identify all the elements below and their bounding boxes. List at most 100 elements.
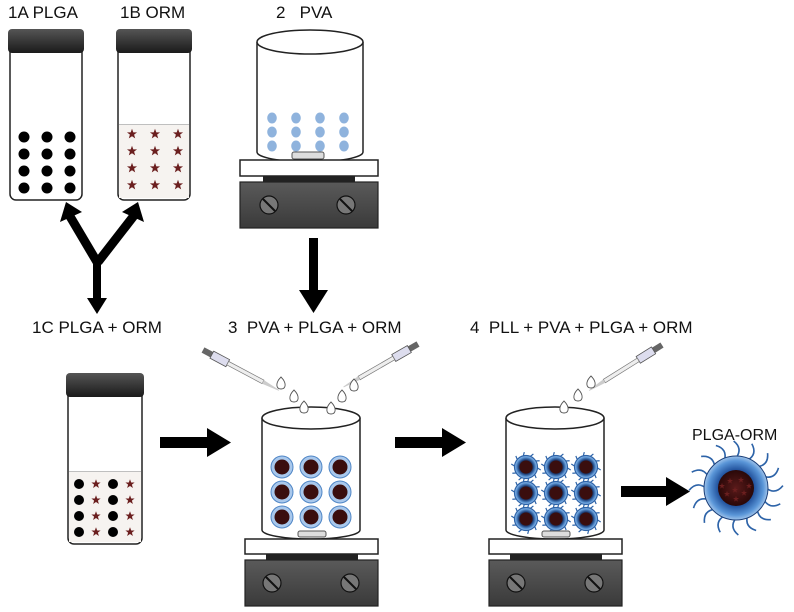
pva-coated-particles [270, 455, 352, 529]
plga-particle [64, 182, 76, 194]
droplet-icon [267, 140, 277, 152]
label-2: 2 PVA [276, 3, 333, 22]
arrow-icon [299, 238, 328, 313]
vial-1a-plga [8, 29, 84, 201]
plga-particle [74, 511, 84, 521]
droplet-icon [326, 401, 336, 415]
particle-core [549, 512, 563, 526]
pll-strand [756, 509, 771, 521]
beaker-3-pva-plga-orm [261, 406, 361, 540]
droplet-icon [267, 126, 277, 138]
pipette-icon [343, 341, 420, 388]
arrow-icon [621, 477, 690, 506]
particle-core [579, 460, 593, 474]
droplet-icon [339, 140, 349, 152]
plga-particle [74, 527, 84, 537]
pll-strand [763, 499, 781, 507]
particle-core [549, 460, 563, 474]
plga-particle [41, 148, 53, 160]
knob [259, 195, 279, 215]
particle-core [332, 484, 348, 500]
droplet-icon [291, 112, 301, 124]
merge-arrow-icon [60, 202, 144, 314]
knob [340, 573, 360, 593]
particle-core [303, 484, 319, 500]
magnetic-stirrer-icon [488, 538, 623, 607]
pll-strand [717, 515, 725, 533]
pipette-icon [201, 347, 280, 391]
plga-particle [108, 495, 118, 505]
knob [506, 573, 526, 593]
pll-strand [691, 469, 709, 477]
label-4: 4 PLL + PVA + PLGA + ORM [470, 318, 693, 337]
stir-bar [541, 530, 571, 538]
particle-core [519, 460, 533, 474]
pva-droplets [267, 112, 349, 152]
beaker-2-pva [256, 29, 364, 163]
pll-strand [747, 443, 755, 461]
plga-particle [18, 148, 30, 160]
plga-particle [18, 182, 30, 194]
beaker-4-pll-pva-plga-orm [505, 406, 605, 540]
magnetic-stirrer-icon [244, 538, 379, 607]
knob [262, 573, 282, 593]
droplet-icon [299, 400, 309, 414]
particle-core [274, 509, 290, 525]
label-1b: 1B ORM [120, 3, 186, 22]
particle-core [579, 512, 593, 526]
vial-icon [9, 44, 83, 201]
particle-core [519, 486, 533, 500]
stir-bar [297, 530, 327, 538]
particle-core [274, 459, 290, 475]
droplet-icon [291, 126, 301, 138]
vial-cap [8, 29, 84, 53]
droplet-icon [291, 140, 301, 152]
droplet-icon [267, 112, 277, 124]
label-1a: 1A PLGA [8, 3, 78, 22]
plga-particle [64, 131, 76, 143]
droplets [276, 376, 359, 415]
particle-core [332, 509, 348, 525]
plga-particles [18, 131, 76, 194]
plga-particle [108, 511, 118, 521]
droplet-icon [315, 126, 325, 138]
droplets [559, 375, 596, 414]
pll-strand [688, 484, 707, 491]
arrow-icon [160, 428, 231, 457]
label-product: PLGA-ORM [692, 427, 778, 444]
particle-core [274, 484, 290, 500]
pll-strand [765, 485, 784, 492]
stir-bar [291, 151, 325, 160]
plga-particle [108, 479, 118, 489]
pll-strand [732, 517, 739, 536]
droplet-icon [339, 126, 349, 138]
particle-core [549, 486, 563, 500]
plga-orm-core [718, 470, 754, 506]
label-1c: 1C PLGA + ORM [32, 318, 162, 337]
particle-core [303, 459, 319, 475]
plga-particle [41, 182, 53, 194]
plga-particle [41, 131, 53, 143]
arrow-icon [395, 428, 466, 457]
droplet-icon [339, 112, 349, 124]
plga-particle [74, 479, 84, 489]
pll-coated-particles [510, 451, 602, 535]
plga-particle [41, 165, 53, 177]
plga-particle [64, 165, 76, 177]
droplet-icon [349, 378, 359, 392]
droplet-icon [337, 389, 347, 403]
knob [584, 573, 604, 593]
pipette-icon [588, 342, 664, 391]
vial-1b-orm [116, 29, 192, 201]
plga-particle [108, 527, 118, 537]
droplet-icon [276, 376, 286, 390]
pll-strand [701, 455, 716, 467]
plga-particle [18, 165, 30, 177]
pll-strand [703, 508, 715, 523]
knob [336, 195, 356, 215]
droplet-icon [573, 388, 583, 402]
vial-cap [116, 29, 192, 53]
droplet-icon [559, 400, 569, 414]
